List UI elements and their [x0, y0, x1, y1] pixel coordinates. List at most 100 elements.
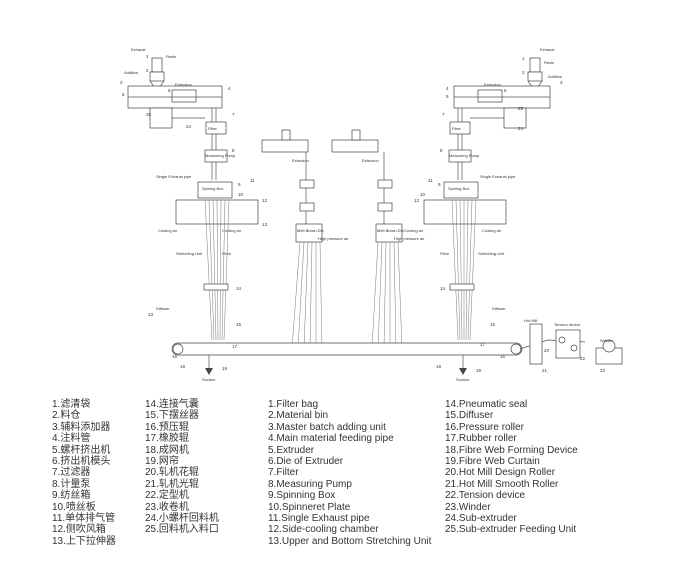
- legend-item: 1.Filter bag: [268, 399, 319, 410]
- callout-22: 22: [580, 356, 586, 361]
- tension-device: [555, 329, 581, 359]
- label-hot-mill: Hot Mill: [524, 318, 537, 323]
- legend-item: 2.料仓: [52, 410, 81, 422]
- callout-24: 24: [518, 126, 524, 131]
- callout-11: 11: [250, 178, 255, 183]
- label-additive-l: Additive: [124, 70, 139, 75]
- label-resin-r: Resin: [544, 60, 554, 65]
- label-extrusion-mb-l: Extrusion: [292, 158, 309, 163]
- legend-item: 12.Side-cooling chamber: [268, 524, 379, 536]
- legend-item: 15.下摆丝器: [145, 410, 199, 422]
- callout-18: 18: [180, 364, 186, 369]
- callout-4: 4: [228, 86, 231, 91]
- legend-item: 18.成网机: [145, 444, 189, 456]
- callout-2: 2: [146, 68, 149, 73]
- label-exhaust-pipe-r: Single Exhaust pipe: [480, 174, 516, 179]
- legend-item: 9.纺丝箱: [52, 490, 91, 502]
- legend-item: 10.喷丝板: [52, 501, 96, 513]
- legend-item: 24.Sub-extruder: [445, 513, 517, 525]
- legend-item: 22.定型机: [145, 490, 189, 502]
- mb-die-r: [375, 223, 403, 243]
- label-suction-r: Suction: [456, 377, 469, 382]
- mb-die-l: [295, 223, 323, 243]
- label-hpa-r: High pressure air: [394, 236, 425, 241]
- label-pump-l: Measuring Pump: [205, 153, 236, 158]
- callout-3: 3: [120, 80, 123, 85]
- callout-12: 12: [414, 198, 420, 203]
- label-cooling-l: Cooling air: [158, 228, 178, 233]
- legend-item: 23.收卷机: [145, 501, 189, 513]
- label-diffuser-l: Diffuser: [156, 306, 170, 311]
- left-pneumatic-seal: [203, 283, 229, 291]
- legend-item: 5.Extruder: [268, 444, 315, 456]
- callout-13: 13: [148, 312, 154, 317]
- right-material-bin: [527, 71, 543, 82]
- callout-3: 3: [560, 80, 563, 85]
- callout-5: 5: [446, 94, 449, 99]
- callout-2: 2: [522, 70, 525, 75]
- label-winder: Winder: [600, 338, 613, 343]
- legend-item: 6.Die of Extruder: [268, 456, 344, 468]
- right-spinning-box: [443, 181, 479, 199]
- legend-item: 20.Hot Mill Design Roller: [445, 467, 556, 479]
- callout-19: 19: [222, 366, 228, 371]
- callout-9: 9: [438, 182, 441, 187]
- legend-item: 4.Main material feeding pipe: [268, 433, 394, 445]
- label-additive-r: Additive: [548, 74, 563, 79]
- left-filter: [205, 121, 227, 135]
- callout-10: 10: [420, 192, 426, 197]
- melt-blown-units: Extrusion Melt Blown Die High pressure a…: [261, 129, 425, 349]
- legend-item: 8.Measuring Pump: [268, 478, 352, 490]
- label-cooling-r: Cooling air: [404, 228, 424, 233]
- callout-16: 16: [500, 354, 506, 359]
- callout-15: 15: [490, 322, 496, 327]
- callout-25: 25: [518, 106, 524, 111]
- label-mb-die-l: Melt Blown Die: [297, 228, 324, 233]
- legend-item: 20.轧机花辊: [145, 467, 199, 479]
- label-diffuser-r: Diffuser: [492, 306, 506, 311]
- label-mb-die-r: Melt Blown Die: [377, 228, 404, 233]
- callout-6: 6: [504, 88, 507, 93]
- label-exhaust-pipe-l: Single Exhaust pipe: [156, 174, 192, 179]
- left-extruder-die: [171, 89, 197, 103]
- legend-item: 17.Rubber roller: [445, 433, 517, 445]
- label-stretch-r: Stretching Unit: [478, 251, 505, 256]
- left-spinning-box: [197, 181, 233, 199]
- right-cooling-chamber: [423, 199, 507, 225]
- legend-item: 1.滤清袋: [52, 399, 91, 410]
- callout-25: 25: [146, 112, 152, 117]
- legend-item: 23.Winder: [445, 501, 491, 513]
- callout-23: 23: [600, 368, 606, 373]
- legend-item: 13.Upper and Bottom Stretching Unit: [268, 535, 432, 547]
- legend-item: 10.Spinneret Plate: [268, 501, 351, 513]
- right-spunbond-line: Exhaust Resin Additive Extrusion Filter …: [404, 47, 563, 382]
- callout-17: 17: [232, 344, 238, 349]
- callout-21: 21: [542, 368, 548, 373]
- callout-4: 4: [446, 86, 449, 91]
- legend-item: 3.辅料添加器: [52, 421, 111, 433]
- legend-item: 15.Diffuser: [445, 410, 494, 422]
- legend-item: 5.螺杆挤出机: [52, 444, 111, 456]
- callout-12: 12: [262, 198, 268, 203]
- legend-item: 18.Fibre Web Forming Device: [445, 444, 578, 456]
- label-stretch-l: Stretching Unit: [176, 251, 203, 256]
- legend-item: 13.上下拉伸器: [52, 535, 116, 547]
- callout-5: 5: [122, 92, 125, 97]
- callout-9: 9: [238, 182, 241, 187]
- mb-extruder-l: [261, 139, 309, 153]
- label-resin-l: Resin: [166, 54, 176, 59]
- callout-24: 24: [186, 124, 192, 129]
- legend-item: 19.Fibre Web Curtain: [445, 456, 540, 468]
- callout-1: 1: [522, 56, 525, 61]
- right-sub-extruder: [503, 107, 527, 129]
- label-exhaust-l: Exhaust: [131, 47, 146, 52]
- legend-item: 2.Material bin: [268, 410, 329, 422]
- callout-19: 19: [476, 368, 482, 373]
- label-extrusion-mb-r: Extrusion: [362, 158, 379, 163]
- legend-item: 14.Pneumatic seal: [445, 399, 528, 410]
